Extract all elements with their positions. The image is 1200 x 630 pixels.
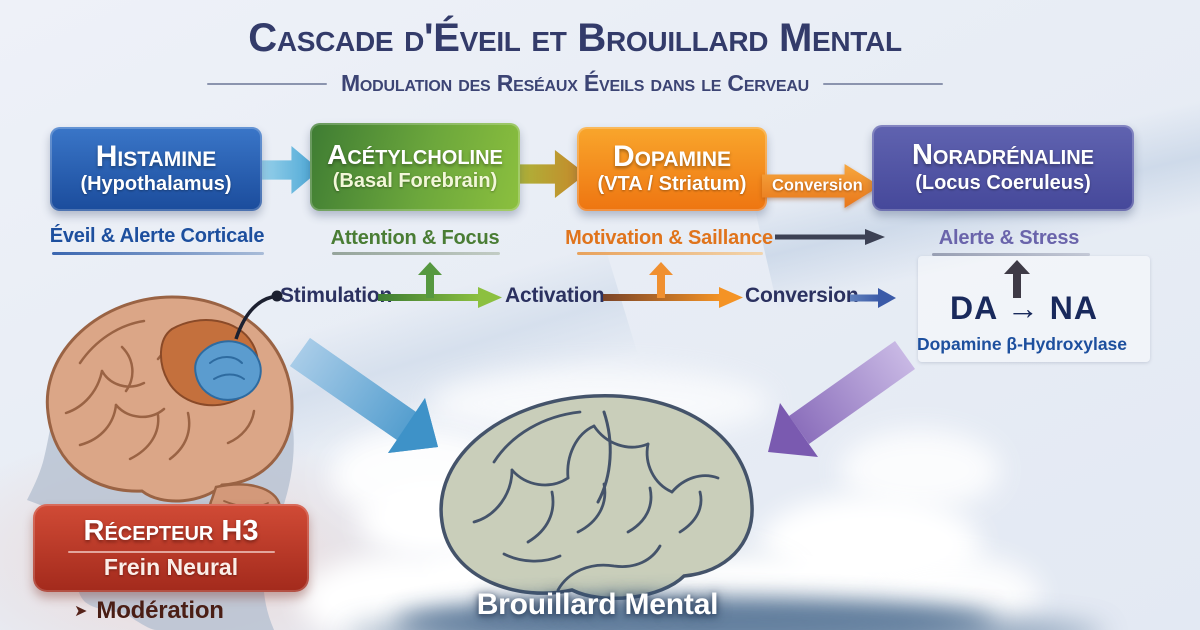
- box-histamine: Histamine (Hypothalamus): [50, 127, 262, 211]
- brain-outline: [45, 295, 294, 503]
- arrow-up-da-na-icon: [1004, 260, 1030, 298]
- fog-brain-illustration: [439, 394, 754, 601]
- page-subtitle: Modulation des Reséaux Éveils dans le Ce…: [340, 70, 810, 96]
- arrow-acetylcholine-to-dopamine-icon: [512, 150, 586, 198]
- effect-dopamine: Motivation & Saillance: [565, 227, 773, 249]
- fog-brain-folds: [472, 410, 720, 592]
- receptor-h3-role: Frein Neural: [103, 554, 239, 580]
- fog-brain-outline: [439, 394, 754, 601]
- arrow-conversion-to-enzyme-icon: [850, 288, 896, 308]
- flow-step-conversion: Conversion: [745, 284, 859, 307]
- box-dopamine: Dopamine (VTA / Striatum): [577, 127, 767, 211]
- arrow-conversion-dopamine-to-noradrenaline: Conversion: [762, 164, 880, 208]
- box-dopamine-title: Dopamine: [612, 139, 732, 173]
- subtitle-rule-left: [206, 82, 327, 85]
- box-acetylcholine-title: Acétylcholine: [327, 138, 503, 170]
- box-acetylcholine: Acétylcholine (Basal Forebrain): [310, 123, 520, 211]
- box-noradrenaline-region: (Locus Coeruleus): [915, 171, 1091, 194]
- arrow-activation-icon: [603, 262, 743, 308]
- receptor-h3-title: Récepteur H3: [83, 515, 259, 547]
- conversion-arrow-label: Conversion: [772, 176, 863, 195]
- subtitle-rule-right: [823, 82, 944, 85]
- arrow-stimulation-icon: [378, 262, 502, 308]
- page-subtitle-row: Modulation des Reséaux Éveils dans le Ce…: [0, 70, 1150, 97]
- receptor-h3-box: Récepteur H3 Frein Neural: [33, 504, 309, 592]
- enzyme-name: Dopamine β-Hydroxylase: [916, 334, 1128, 354]
- box-histamine-title: Histamine: [95, 139, 217, 173]
- receptor-h3-divider: [67, 551, 275, 553]
- connector-endpoint-dot: [271, 290, 283, 302]
- cloud-dark-band: [345, 614, 1105, 630]
- box-noradrenaline-title: Noradrénaline: [911, 139, 1095, 172]
- flow-step-stimulation: Stimulation: [280, 284, 393, 307]
- effect-histamine: Éveil & Alerte Corticale: [49, 225, 265, 247]
- effect-acetylcholine: Attention & Focus: [330, 227, 500, 249]
- box-histamine-region: (Hypothalamus): [80, 173, 232, 196]
- page-title: Cascade d'Éveil et Brouillard Mental: [248, 16, 902, 60]
- moderation-label: Modération: [96, 597, 224, 624]
- enzyme-panel: [918, 256, 1150, 362]
- box-noradrenaline: Noradrénaline (Locus Coeruleus): [872, 125, 1134, 211]
- flow-step-activation: Activation: [505, 284, 605, 307]
- box-dopamine-region: (VTA / Striatum): [597, 173, 747, 196]
- enzyme-reaction: DA → NA: [949, 290, 1099, 326]
- bullet-arrow-icon: ➤: [74, 603, 88, 620]
- effect-noradrenaline: Alerte & Stress: [938, 227, 1080, 249]
- box-acetylcholine-region: (Basal Forebrain): [332, 170, 498, 193]
- big-purple-arrow-shaft: [789, 341, 915, 444]
- hypothalamus-folds: [209, 356, 245, 380]
- moderation-bullet: ➤ Modération: [74, 597, 224, 625]
- arrow-motivation-to-alerte-icon: [775, 229, 885, 245]
- hypothalamus-highlight: [194, 340, 262, 401]
- effect-underline: [577, 252, 763, 255]
- effect-underline: [52, 252, 264, 255]
- effect-underline: [332, 252, 500, 255]
- connector-to-stimulation: [234, 295, 273, 340]
- fog-label: Brouillard Mental: [476, 588, 719, 621]
- effect-underline: [932, 253, 1090, 256]
